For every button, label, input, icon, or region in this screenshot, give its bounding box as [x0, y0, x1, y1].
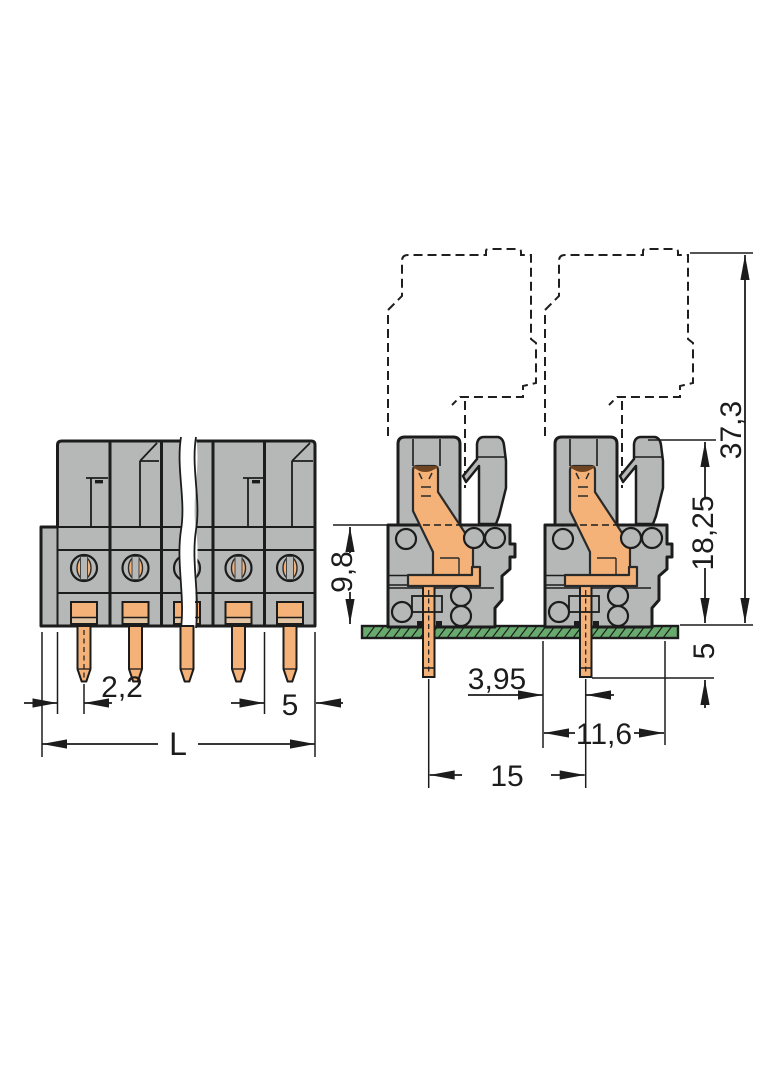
contact-pads [70, 601, 304, 625]
dim-label-section-spacing: 15 [490, 760, 523, 793]
side-view [360, 248, 694, 679]
housing-front [39, 439, 317, 628]
dimensioning: 2,2 5 L 3,95 11,6 15 9,8 18,25 37,3 5 [24, 252, 753, 793]
dim-label-total-height: 37,3 [715, 401, 748, 459]
dim-label-edge-to-first-pin: 2,2 [101, 671, 143, 704]
dim-label-pole-pitch: 5 [282, 689, 299, 722]
dim-label-board-to-mating-face: 9,8 [326, 551, 359, 593]
front-view [39, 436, 317, 683]
dim-label-housing-height: 18,25 [687, 495, 720, 570]
dim-label-overall-length: L [169, 726, 187, 762]
dim-label-pin-length-below-board: 5 [688, 643, 721, 660]
dim-label-housing-depth: 11,6 [576, 718, 632, 751]
dim-label-edge-to-pin-side: 3,95 [468, 663, 526, 696]
solder-pins-front [76, 625, 298, 683]
break-line [178, 436, 199, 629]
